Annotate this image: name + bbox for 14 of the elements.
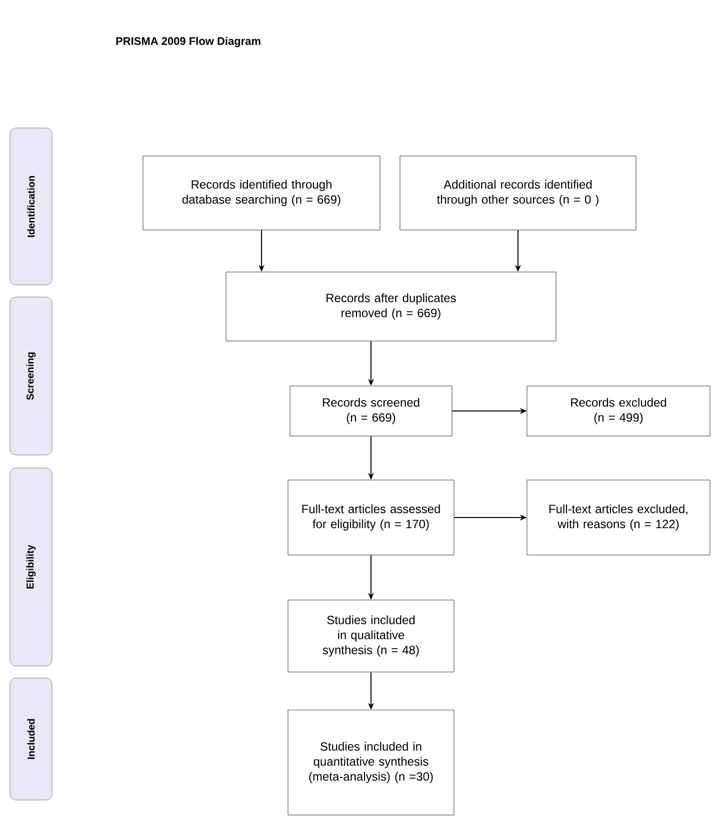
process-box: Full-text articles assessed for eligibility (n = 170) (288, 480, 454, 556)
stage-band: Eligibility (10, 468, 52, 666)
stage-band: Included (10, 678, 52, 800)
stage-band: Screening (10, 296, 52, 456)
process-box: Studies included in quantitative synthesis (meta-analysis) (n =30) (288, 710, 454, 816)
process-box: Records identified through database searching (n = 669) (142, 156, 380, 230)
process-box: Studies included in qualitative synthesis (n = 48) (288, 600, 454, 672)
title: PRISMA 2009 Flow Diagram (116, 36, 260, 48)
process-box: Records after duplicates removed (n = 669) (226, 272, 556, 342)
process-box: Additional records identified through other sources (n = 0 ) (400, 156, 636, 230)
stage-band: Identification (10, 128, 52, 286)
process-box: Records screened (n = 669) (290, 386, 452, 436)
process-box: Full-text articles excluded, with reasons (n = 122) (526, 480, 710, 556)
process-box: Records excluded (n = 499) (526, 386, 710, 436)
